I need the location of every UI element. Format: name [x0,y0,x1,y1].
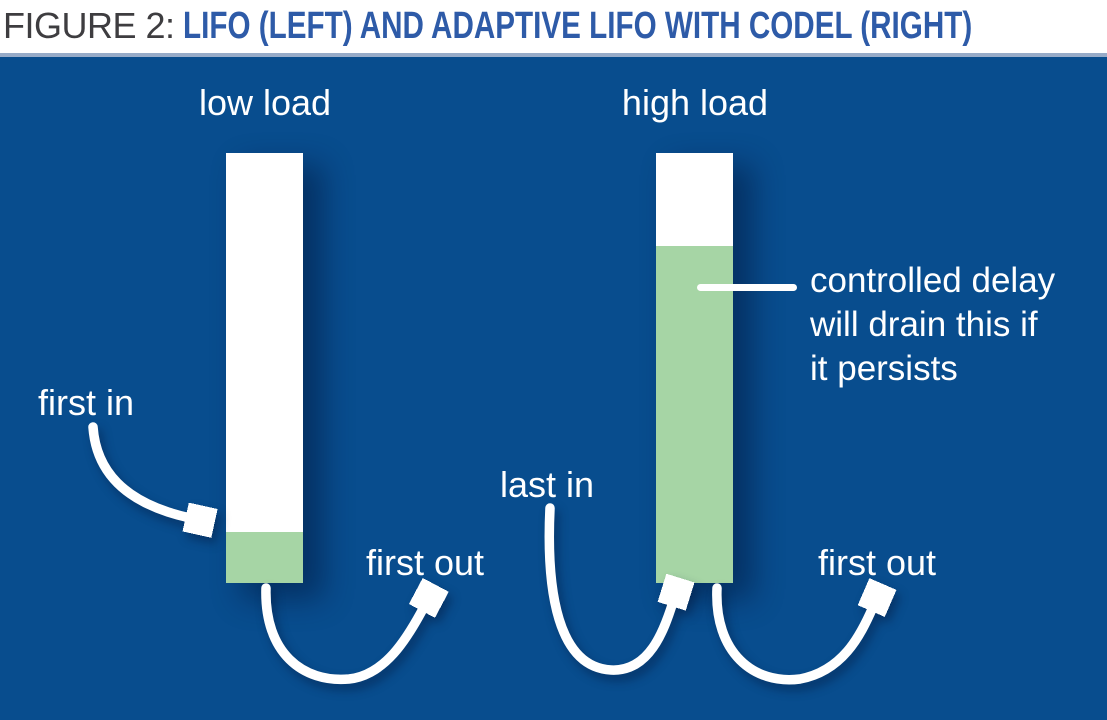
callout-line-2: will drain this if [810,305,1038,344]
right-first-out-label: first out [818,542,937,583]
right-last-in-label: last in [500,464,595,505]
last-in-arrow [544,503,673,675]
callout-line-3: it persists [810,349,958,388]
callout-text: controlled delay will drain this if it p… [810,259,1055,391]
right-first-out-arrow [712,588,873,685]
left-queue-bar [226,153,303,583]
callout-line-1: controlled delay [810,261,1056,300]
figure-header: FIGURE 2:LIFO (LEFT) AND ADAPTIVE LIFO W… [3,2,1107,52]
left-queue-data-segment [226,532,303,583]
left-first-in-label: first in [38,382,135,423]
right-queue-load-label: high load [621,82,769,123]
left-queue-load-label: low load [198,82,332,123]
first-in-arrow [88,422,190,518]
left-first-out-label: first out [366,542,485,583]
figure-number-label: FIGURE 2: [3,5,175,46]
right-queue-standing-segment [656,246,733,583]
diagram-panel: low load high load first in first out la… [0,53,1107,720]
right-queue-bar [656,153,733,583]
callout-pointer-line [697,284,797,291]
left-first-out-arrow [261,588,424,685]
arrows-overlay [88,422,1107,685]
figure-title: LIFO (LEFT) AND ADAPTIVE LIFO WITH CODEL… [182,5,972,47]
